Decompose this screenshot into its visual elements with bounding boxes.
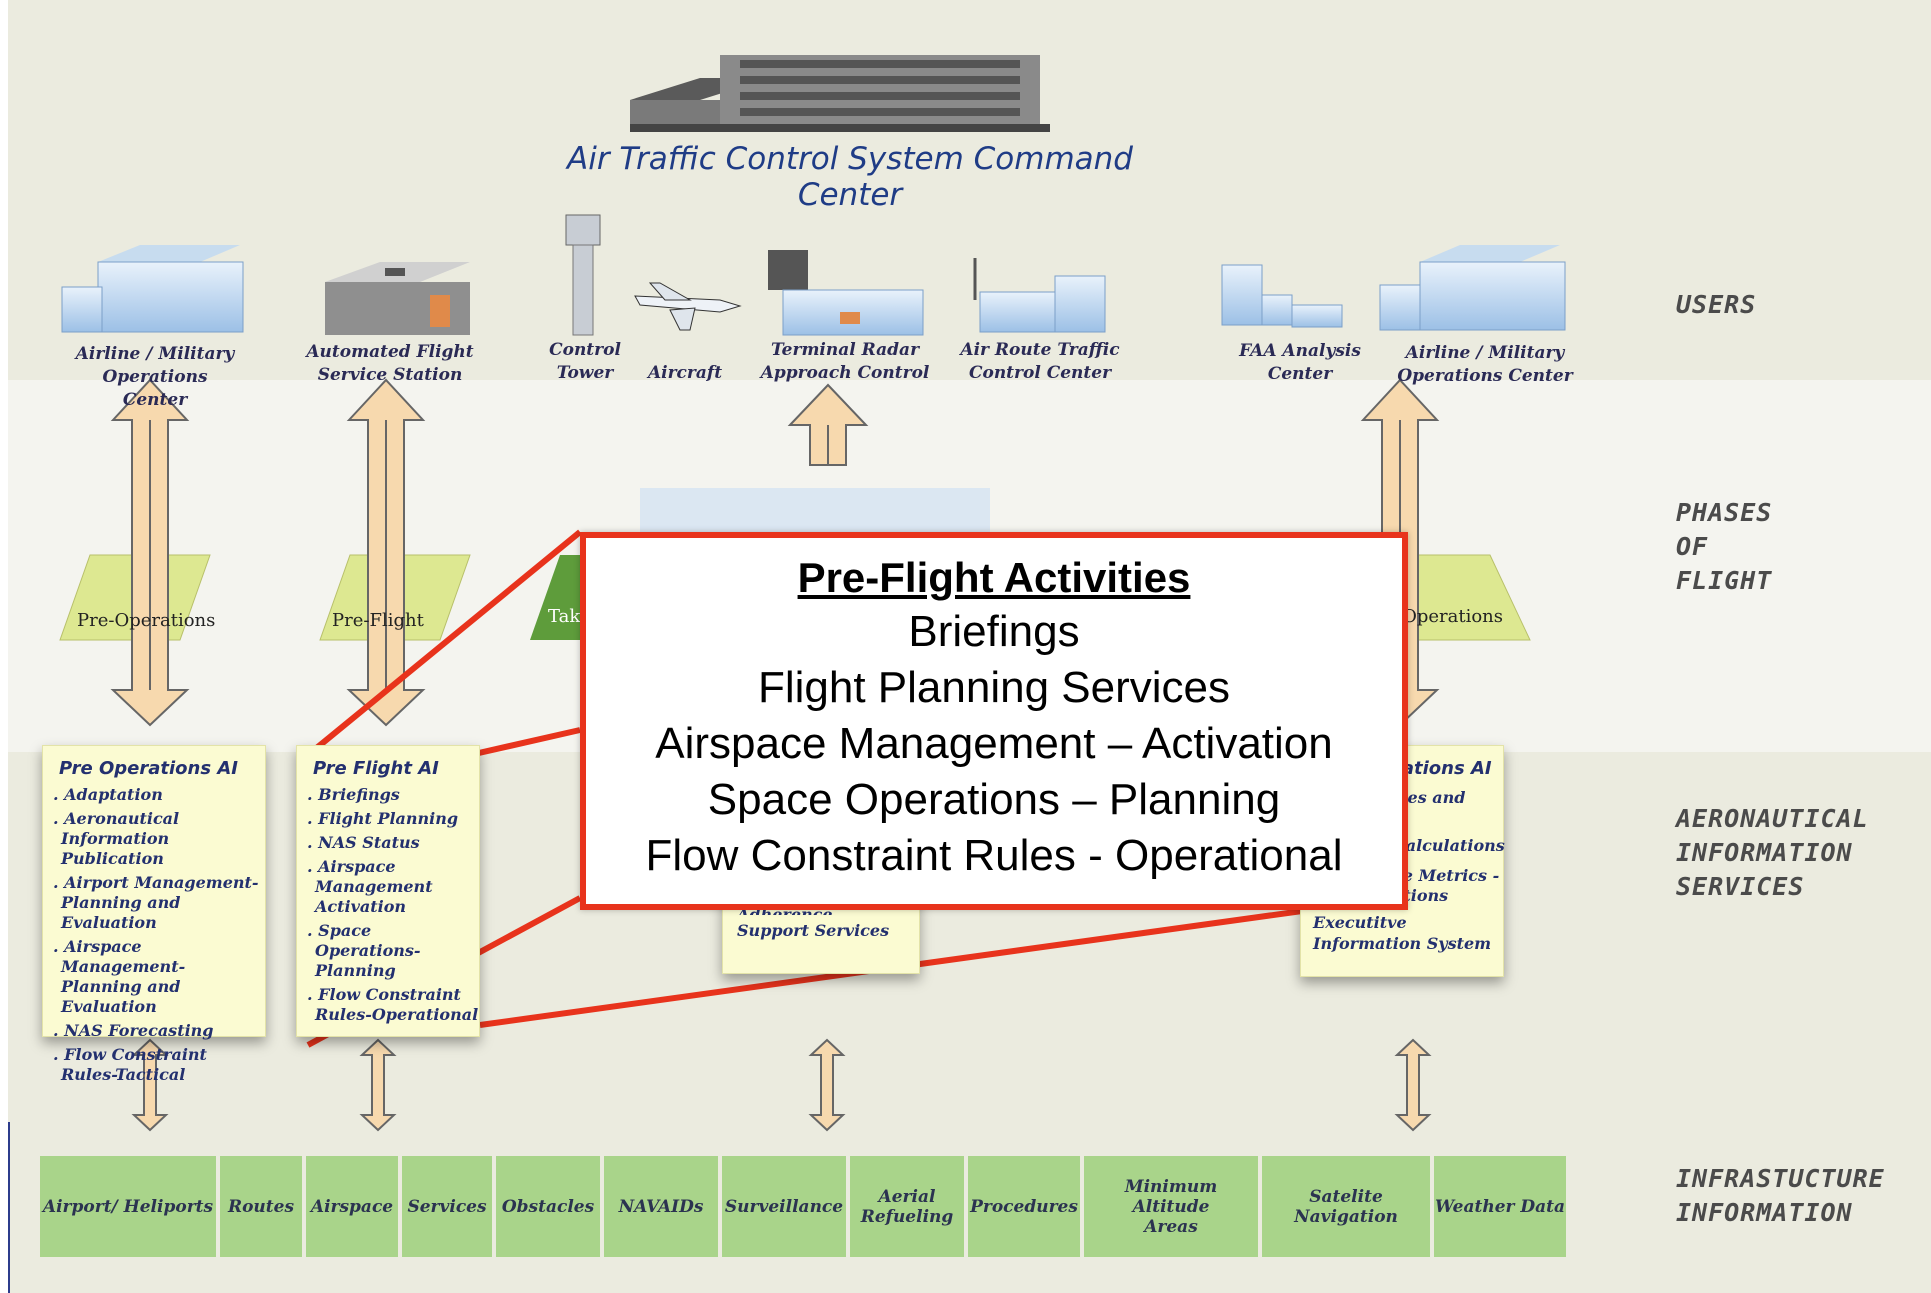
user-afss-label: Automated Flight Service Station	[306, 342, 474, 385]
infra-procedures: Procedures	[968, 1156, 1080, 1257]
callout-line-flight-planning: Flight Planning Services	[757, 663, 1230, 712]
user-airline-right-label: Airline / Military Operations Center	[1397, 343, 1573, 386]
ai-box-title: Pre Flight AI	[313, 758, 439, 779]
afss-building-icon	[325, 262, 470, 335]
arrow-pre-flight-icon	[346, 378, 426, 727]
ai-item: NAS Status	[307, 833, 479, 853]
tracon-building-icon	[768, 250, 924, 336]
user-airline-left-label: Airline / Military Operations Center	[75, 344, 235, 410]
arrow-infra-3-icon	[808, 1038, 846, 1132]
arrow-pre-operations-icon	[110, 378, 190, 727]
ai-item: ries and	[1393, 788, 1466, 807]
ai-item: Airport Management-Planning and Evaluati…	[53, 873, 265, 933]
infra-minimum-altitude-areas: Minimum Altitude Areas	[1084, 1156, 1258, 1257]
pre-flight-activities-callout: Pre-Flight Activities Briefings Flight P…	[580, 532, 1408, 910]
arrow-infra-4-icon	[1394, 1038, 1432, 1132]
command-center-title: Air Traffic Control System Command Cente…	[567, 141, 1133, 213]
label-users: USERS	[1676, 290, 1757, 319]
user-control-tower-label: Control Tower	[549, 340, 621, 383]
ai-item: Flight Planning	[307, 809, 479, 829]
user-aircraft-label: Aircraft	[647, 363, 723, 383]
aircraft-icon	[634, 282, 742, 331]
callout-line-flow-constraint: Flow Constraint Rules - Operational	[645, 831, 1343, 880]
infra-airport-heliports: Airport/ Heliports	[40, 1156, 216, 1257]
user-artcc-label: Air Route Traffic Control Center	[960, 340, 1120, 383]
ai-center-line-2: Support Services	[737, 921, 890, 940]
infra-obstacles: Obstacles	[496, 1156, 600, 1257]
callout-line-space-operations: Space Operations – Planning	[707, 775, 1281, 824]
user-faa-analysis-label: FAA Analysis Center	[1239, 341, 1361, 384]
ai-box-title: rations AI	[1393, 758, 1492, 779]
callout-title: Pre-Flight Activities	[797, 554, 1191, 601]
ai-item: Briefings	[307, 785, 479, 805]
ai-box-title: Pre Operations AI	[59, 758, 238, 779]
control-tower-icon	[565, 214, 601, 336]
ai-item: ce Metrics -	[1393, 866, 1500, 885]
label-phases-of-flight: PHASES OF FLIGHT	[1676, 498, 1773, 595]
faa-analysis-building-icon	[1221, 264, 1343, 328]
phases-image	[640, 488, 990, 538]
ai-item: Calculations	[1393, 836, 1505, 855]
phase-pre-operations-label: Pre-Operations	[77, 610, 216, 631]
callout-line-airspace-management: Airspace Management – Activation	[655, 719, 1333, 768]
command-center-building-icon	[630, 55, 1050, 132]
infra-airspace: Airspace	[306, 1156, 398, 1257]
ai-box-pre-flight: Pre Flight AI Briefings Flight Planning …	[296, 745, 480, 1037]
infra-satelite-navigation: Satelite Navigation	[1262, 1156, 1430, 1257]
infra-services: Services	[402, 1156, 492, 1257]
ai-center-line-1: Adherence	[737, 905, 833, 915]
ai-item: Airspace Management-Planning and Evaluat…	[53, 937, 265, 1017]
infra-weather-data: Weather Data	[1434, 1156, 1566, 1257]
ai-item: Aeronautical Information Publication	[53, 809, 265, 869]
ai-item: Space Operations-Planning	[307, 921, 479, 981]
phase-pre-flight-label: Pre-Flight	[332, 610, 424, 631]
phase-post-operations-label: -Operations	[1396, 606, 1504, 627]
infra-surveillance: Surveillance	[722, 1156, 846, 1257]
airline-left-building-icon	[61, 245, 244, 333]
label-infrastructure-information: INFRASTUCTURE INFORMATION	[1676, 1164, 1885, 1227]
ai-item: Airspace Management Activation	[307, 857, 479, 917]
infra-navaids: NAVAIDs	[604, 1156, 718, 1257]
label-aeronautical-information-services: AERONAUTICAL INFORMATION SERVICES	[1676, 804, 1869, 901]
ai-item: Flow Constraint Rules-Operational	[307, 985, 479, 1025]
infra-routes: Routes	[220, 1156, 302, 1257]
arrow-infra-2-icon	[359, 1038, 397, 1132]
arrow-tracon-icon	[787, 383, 869, 466]
ai-item: Adaptation	[53, 785, 265, 805]
phase-takeoff-label: Tak	[548, 606, 581, 627]
callout-line-briefings: Briefings	[908, 607, 1080, 656]
airline-right-building-icon	[1379, 245, 1566, 331]
ai-item: Flow Constraint Rules-Tactical	[53, 1045, 265, 1085]
artcc-building-icon	[973, 258, 1106, 333]
ai-box-pre-operations: Pre Operations AI Adaptation Aeronautica…	[42, 745, 266, 1084]
user-tracon-label: Terminal Radar Approach Control	[760, 340, 930, 383]
ai-item: NAS Forecasting	[53, 1021, 265, 1041]
infra-aerial-refueling: Aerial Refueling	[850, 1156, 964, 1257]
ai-item: Executitve Information System	[1313, 913, 1492, 953]
